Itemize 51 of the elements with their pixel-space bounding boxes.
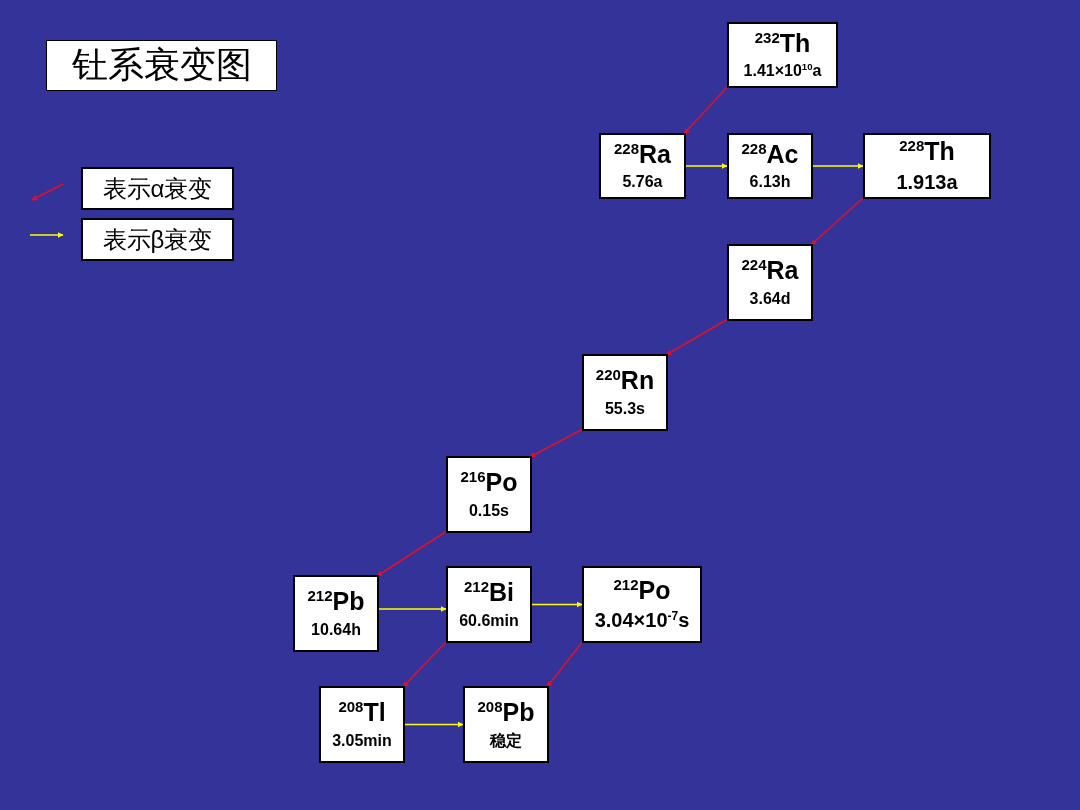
half-life: 1.41×10$^{10}$a xyxy=(743,61,822,81)
nuclide-box xyxy=(727,244,813,321)
half-life: 6.13h xyxy=(749,172,791,192)
nuclide-symbol: $^{232}$Th xyxy=(754,29,811,58)
nuclide-box xyxy=(293,575,379,652)
title: 钍系衰变图 xyxy=(71,43,252,87)
nuclide-symbol: $^{208}$Pb xyxy=(477,699,535,727)
half-life: 3.64d xyxy=(749,288,791,308)
nuclide-symbol: $^{228}$Ra xyxy=(614,140,671,169)
nuclide-box xyxy=(463,686,549,763)
decay-arrow xyxy=(529,428,584,458)
nuclide-symbol: $^{228}$Th xyxy=(899,138,955,166)
decay-arrow xyxy=(404,721,464,728)
decay-arrow xyxy=(531,601,583,608)
half-life: 1.913a xyxy=(896,169,958,194)
nuclide-box xyxy=(582,354,668,431)
decay-arrow xyxy=(685,163,728,169)
decay-arrow xyxy=(546,640,584,688)
decay-arrow xyxy=(683,85,729,135)
nuclide-box xyxy=(599,133,686,199)
nuclide-symbol: $^{212}$Pb xyxy=(307,588,365,616)
half-life: 稳定 xyxy=(490,730,522,750)
nuclide-box xyxy=(727,133,813,199)
nuclide-box xyxy=(727,22,838,88)
nuclide-box xyxy=(863,133,991,199)
nuclide-symbol: $^{228}$Ac xyxy=(741,140,799,169)
half-life: 10.64h xyxy=(311,619,361,639)
half-life: 0.15s xyxy=(468,500,509,520)
decay-arrow xyxy=(810,196,865,246)
decay-arrow xyxy=(376,530,448,577)
half-life: 3.05min xyxy=(332,730,392,750)
decay-arrow xyxy=(665,318,729,356)
nuclide-symbol: $^{224}$Ra xyxy=(741,257,799,285)
legend-label: 表示α衰变 xyxy=(81,167,234,210)
nuclide-box xyxy=(446,456,532,533)
decay-arrow xyxy=(402,640,448,688)
nuclide-box xyxy=(446,566,532,643)
nuclide-box xyxy=(582,566,702,643)
nuclide-symbol: $^{220}$Rn xyxy=(595,367,655,395)
nuclide-box xyxy=(319,686,405,763)
nuclide-symbol: $^{208}$Tl xyxy=(338,699,386,727)
decay-arrow xyxy=(378,606,447,612)
decay-arrow xyxy=(812,163,864,169)
nuclide-symbol: $^{216}$Po xyxy=(460,469,518,497)
legend-label: 表示β衰变 xyxy=(81,218,234,261)
half-life: 5.76a xyxy=(622,172,663,192)
half-life: 3.04×10$^{-7}$s xyxy=(594,608,690,633)
half-life: 55.3s xyxy=(604,398,645,418)
nuclide-symbol: $^{212}$Bi xyxy=(464,579,514,607)
nuclide-symbol: $^{212}$Po xyxy=(613,576,671,605)
half-life: 60.6min xyxy=(459,610,519,630)
